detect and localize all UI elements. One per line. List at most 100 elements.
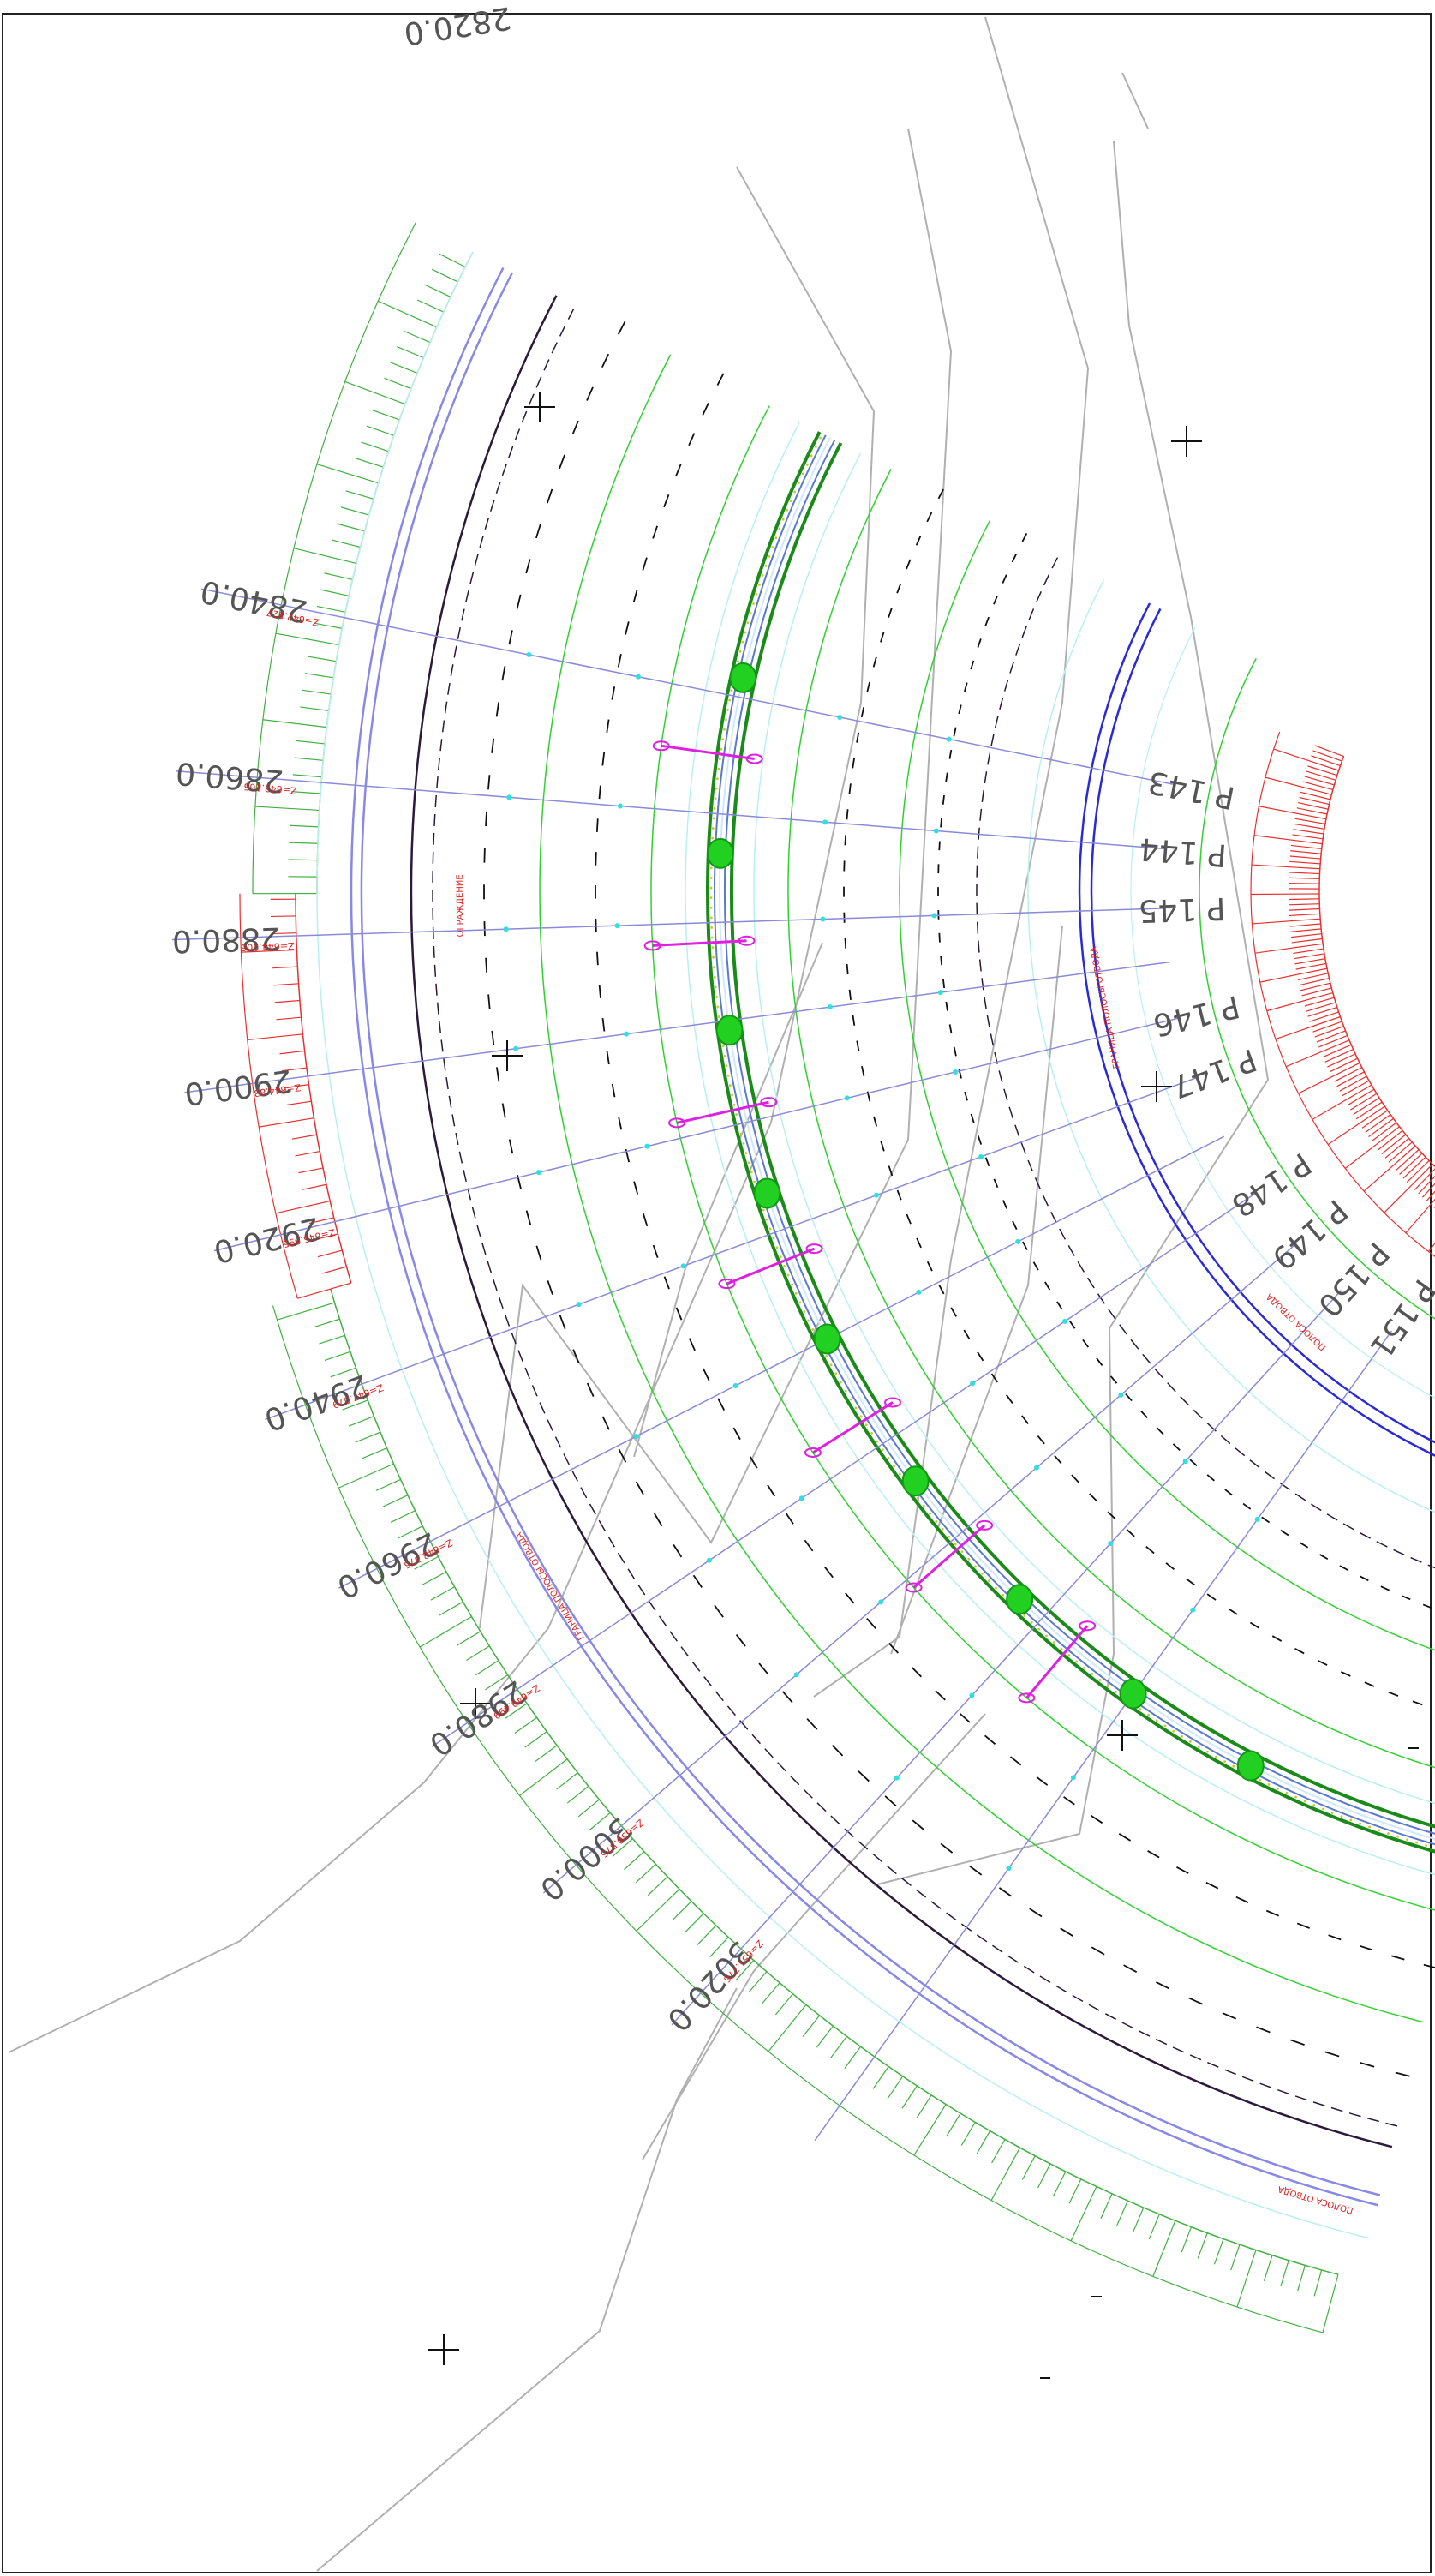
slope-green-lower-tick [291,791,321,794]
median-hatch-dot [887,1456,890,1459]
slope-red-right-tick [1307,765,1338,776]
lane-dash [1002,574,1007,584]
slope-green-tick [535,1745,558,1763]
lane-dash [618,1448,627,1463]
lane-dash [483,921,486,937]
slope-green-tick [1021,2155,1036,2180]
median-hatch-dot [746,621,750,625]
median-hatch-dot [709,866,713,870]
median-hatch-dot [716,777,719,781]
slope-green-tick [709,1937,729,1957]
median-hatch-dot [1115,1691,1118,1693]
slope-red-right-tick [1289,913,1320,917]
slope-green-tick [887,2076,904,2100]
median-hatch-dot [1163,1724,1167,1728]
median-hatch-dot [713,975,716,979]
median-hatch-dot [1330,1812,1334,1814]
median-marker [1236,1750,1265,1782]
profile-lane-dot [1006,1866,1012,1872]
slope-green-lower-tick [302,689,332,695]
slope-green-tick [485,1674,509,1691]
slope-red-right-tick [1299,977,1330,986]
profile-lane-dot [933,828,939,834]
profile-line [338,1135,1225,1589]
slope-green-tick [991,2139,1006,2164]
slope-green-tick [342,1399,368,1411]
lane-dash [977,1351,984,1362]
lane-dash [1032,1261,1039,1271]
median-hatch-dot [752,602,755,605]
slope-green-tick [324,1351,351,1362]
lane-dash [888,1165,894,1177]
lane-dash [767,1484,776,1497]
lane-dash [1011,553,1018,563]
profile-lane-dot [946,736,952,742]
slope-green-lower-tick [316,464,379,484]
median-hatch-dot [717,767,720,770]
median-hatch-dot [747,1161,750,1165]
slope-green-tick [916,2094,932,2118]
lane-dash [937,488,944,500]
lane-dash [617,321,626,335]
slope-red-right-tick [1418,1175,1435,1195]
survey-polyline [813,16,1090,1698]
median-hatch-dot [1147,1713,1150,1716]
lane-dash [495,702,500,717]
slope-green-tick [457,1631,481,1646]
lane-dash [1242,1502,1252,1510]
profile-line [184,961,1170,1093]
median-hatch-dot [995,1586,997,1590]
slope-red-right-tick [1395,1149,1420,1171]
median-hatch-dot [768,1227,772,1231]
slope-green-tick [1197,2232,1208,2259]
lane-dash [525,559,531,574]
lane-dash [652,1244,659,1258]
median-hatch-dot [761,573,764,577]
lane-dash [969,1865,983,1876]
median-hatch-dot [712,817,715,820]
lane-dash [1044,1281,1051,1291]
median-hatch-dot [732,1103,736,1106]
road-edge-arc [410,295,1393,2148]
median-hatch-dot [783,1264,786,1267]
slope-green-tick [697,1925,717,1945]
lane-dash [688,1338,696,1351]
profile-id-group: P 144 [1138,830,1228,872]
lane-dash [916,1237,922,1249]
slope-red-left-tick [309,1217,334,1225]
median-hatch-dot [807,1319,810,1322]
profile-lane-dot [617,803,623,809]
lane-dash [606,719,610,734]
slope-green-lower-tick [384,377,412,390]
profile-lane-dot [513,1045,519,1051]
lane-dash [501,666,506,681]
slope-green-tick [355,1431,381,1443]
median-hatch-dot [730,689,733,692]
slope-red-left-tick [297,1282,351,1299]
sign-head [905,1582,923,1593]
lane-dash [1156,1981,1170,1990]
slope-green-tick [1116,2200,1128,2226]
lane-dash [950,1307,957,1317]
median-hatch-dot [725,1064,728,1068]
slope-green-edge [272,1305,1324,2333]
lane-dash [716,373,725,386]
lane-dash [993,595,998,605]
lane-dash [611,686,616,700]
slope-red-right-tick [1289,908,1320,911]
median-hatch-dot [1340,1815,1343,1818]
lane-dash [948,1024,953,1034]
road-edge-arc [714,434,1435,1846]
slope-red-right-tick [1285,1039,1350,1068]
profile-id-label: P 145 [1138,890,1226,928]
lane-dash [1256,2026,1271,2034]
slope-green-lower-tick [294,757,324,761]
median-hatch-dot [941,1527,944,1531]
slope-green-lower-tick [416,299,445,313]
slope-red-right-tick [1289,923,1321,927]
lane-dash [970,1113,975,1123]
slope-green-tick [872,2066,889,2089]
lane-dash [1021,533,1028,542]
lane-dash [858,1770,870,1782]
slope-green-lower-tick [431,268,458,283]
